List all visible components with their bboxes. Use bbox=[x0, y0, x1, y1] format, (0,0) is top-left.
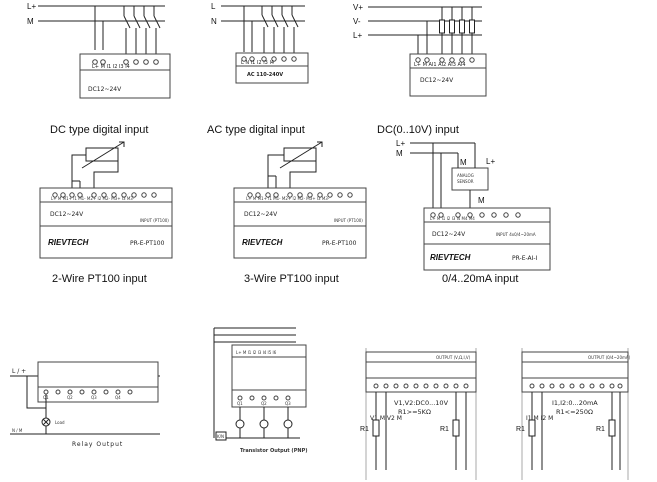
pt100-3-voltage: DC12~24V bbox=[244, 211, 278, 218]
dc-module-voltage: DC12~24V bbox=[88, 86, 122, 93]
voltage-output-diagram: OUTPUT (V,Ω,I,V) V1 M V2 M V1,V2:DC0...1… bbox=[360, 348, 476, 480]
analog-module-terminals: L+ M AI1 AI2 AI3 AI4 bbox=[414, 62, 466, 68]
pt100-3wire-diagram: L+ M M1+ I1 M1- M2+ I2 M2- M3+ I3 M3- DC… bbox=[234, 142, 366, 258]
ma-aux-m: M bbox=[460, 158, 467, 167]
pt100-2wire-diagram: L+ M M1+ I1 M1- M2+ I2 M2- M3+ I3 M3- DC… bbox=[40, 142, 172, 258]
ma-module-input-tag: INPUT 4x0/4~20mA bbox=[496, 232, 536, 237]
rail-label-n: N bbox=[211, 17, 217, 26]
analog-module-voltage: DC12~24V bbox=[420, 77, 454, 84]
pt100-2-brand-logo: RIEVTECH bbox=[48, 238, 89, 247]
rail-label-lplus-analog: L+ bbox=[353, 31, 362, 40]
i-out-spec1: I1,I2:0...20mA bbox=[552, 399, 598, 407]
rail-label-vplus: V+ bbox=[353, 3, 363, 12]
pt100-3-brand-logo: RIEVTECH bbox=[242, 238, 283, 247]
ma-module-voltage: DC12~24V bbox=[432, 231, 466, 238]
v-out-spec1: V1,V2:DC0...10V bbox=[394, 399, 449, 407]
ma-aux-box-line1: ANALOG bbox=[457, 173, 474, 178]
ac-module-voltage: AC 110-240V bbox=[247, 72, 283, 78]
i-out-r1-right: R1 bbox=[596, 426, 605, 433]
v-out-r1-left: R1 bbox=[360, 426, 369, 433]
pt100-2-voltage: DC12~24V bbox=[50, 211, 84, 218]
transistor-output-caption: Transistor Output (PNP) bbox=[240, 448, 308, 454]
caption-ma-input: 0/4..20mA input bbox=[442, 273, 519, 285]
dc-digital-input-diagram: L+ M L+ M I1 I2 I3 I4 DC12~24V bbox=[27, 2, 170, 98]
pt100-2-input-tag: INPUT (PT100) bbox=[140, 218, 169, 223]
dc-module-terminals: L+ M I1 I2 I3 I4 bbox=[92, 64, 130, 70]
pt100-3-model: PR-E-PT100 bbox=[322, 240, 357, 247]
v-out-r1-right: R1 bbox=[440, 426, 449, 433]
ma-module-model: PR-E-AI-I bbox=[512, 255, 538, 262]
rail-label-n-m-relay: N / M bbox=[12, 428, 23, 433]
i-out-spec2: R1<=250Ω bbox=[556, 408, 593, 416]
caption-pt100-3wire: 3-Wire PT100 input bbox=[244, 273, 339, 285]
transistor-q3: Q3 bbox=[285, 401, 291, 406]
relay-output-diagram: L / + Q1 Q2 Q3 Q4 Load N / M Relay Outpu… bbox=[10, 362, 160, 448]
ac-module-terminals: L N I1 I2 I3 I4 bbox=[241, 60, 274, 66]
pt100-3-input-tag: INPUT (PT100) bbox=[334, 218, 363, 223]
ma-aux-m-bottom: M bbox=[478, 196, 485, 205]
i-out-top-tag: OUTPUT (0/4~20mA) bbox=[588, 355, 631, 360]
rail-label-lplus-ma: L+ bbox=[396, 139, 405, 148]
i-out-pins: I1 M I2 M bbox=[526, 415, 553, 422]
caption-dc-analog: DC(0..10V) input bbox=[377, 124, 459, 136]
rail-label-l: L bbox=[211, 2, 216, 11]
rail-label-vminus: V- bbox=[353, 17, 361, 26]
transistor-q2: Q2 bbox=[261, 401, 267, 406]
ac-digital-input-diagram: L N L N I1 I2 I3 I4 AC 110-240V bbox=[211, 2, 308, 83]
dc-analog-input-diagram: V+ V- L+ L+ M AI1 AI2 AI3 AI4 DC12~24V bbox=[353, 3, 486, 96]
relay-q4: Q4 bbox=[115, 395, 121, 400]
v-out-top-tag: OUTPUT (V,Ω,I,V) bbox=[436, 355, 471, 360]
relay-load-label: Load bbox=[55, 420, 65, 425]
i-out-r1-left: R1 bbox=[516, 426, 525, 433]
relay-q2: Q2 bbox=[67, 395, 73, 400]
ma-input-diagram: L+ M ANALOG SENSOR M L+ M L+ M I1 I2 I3 … bbox=[396, 139, 550, 270]
caption-dc-digital: DC type digital input bbox=[50, 124, 149, 136]
transistor-pins: L+ M I1 I2 I3 I4 I5 I6 bbox=[236, 350, 277, 355]
transistor-output-diagram: L+ M I1 I2 I3 I4 I5 I6 Q1 Q2 Q3 K/N Tran… bbox=[214, 328, 308, 454]
pt100-3-terminals: L+ M M1+ I1 M1- M2+ I2 M2- M3+ I3 M3- bbox=[246, 196, 330, 201]
ma-brand-logo: RIEVTECH bbox=[430, 253, 471, 262]
ma-module-terminals: L+ M I1 I2 I3 I4 M4 M4 bbox=[430, 216, 475, 221]
current-output-diagram: OUTPUT (0/4~20mA) I1 M I2 M I1,I2:0...20… bbox=[516, 348, 631, 480]
ma-aux-box-line2: SENSOR bbox=[457, 179, 474, 184]
ma-aux-lplus: L+ bbox=[486, 157, 495, 166]
caption-ac-digital: AC type digital input bbox=[207, 124, 305, 136]
rail-label-l-plus-relay: L / + bbox=[12, 368, 26, 375]
v-out-spec2: R1>=5KΩ bbox=[398, 408, 431, 416]
relay-q3: Q3 bbox=[91, 395, 97, 400]
transistor-q1: Q1 bbox=[237, 401, 243, 406]
rail-label-m: M bbox=[27, 17, 34, 26]
transistor-kn: K/N bbox=[217, 434, 224, 439]
rail-label-lplus: L+ bbox=[27, 2, 36, 11]
pt100-2-model: PR-E-PT100 bbox=[130, 240, 165, 247]
rail-label-m-ma: M bbox=[396, 149, 403, 158]
relay-output-caption: Relay Output bbox=[72, 441, 123, 448]
pt100-2-terminals: L+ M M1+ I1 M1- M2+ I2 M2- M3+ I3 M3- bbox=[51, 196, 135, 201]
caption-pt100-2wire: 2-Wire PT100 input bbox=[52, 273, 147, 285]
